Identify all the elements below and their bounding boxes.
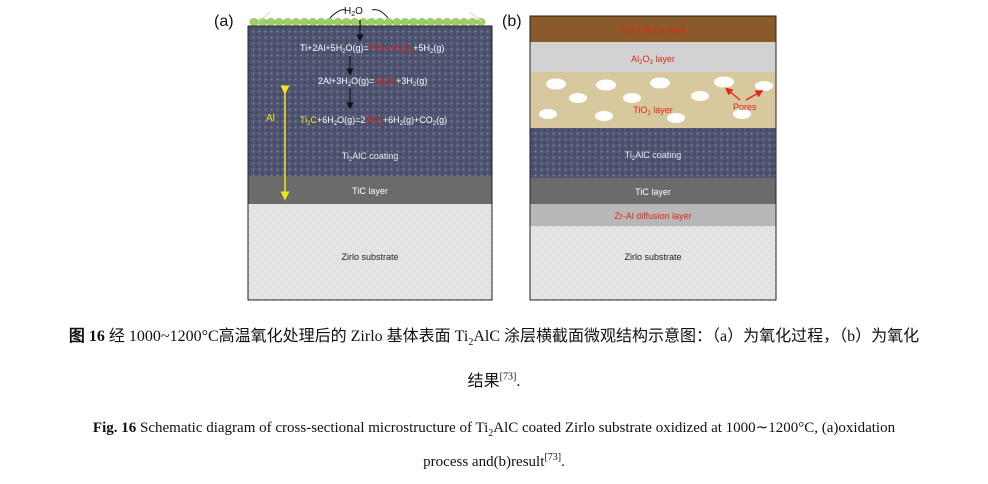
panel-b-tic-label: TiC layer (635, 187, 671, 197)
pore (733, 109, 751, 119)
panel-b-mixed-oxide-layer (530, 16, 776, 42)
pore (691, 91, 709, 101)
reaction-1: Ti+2Al+5H2O(g)=TiO2+Al2O3+5H2(g) (300, 43, 444, 55)
reaction-2: 2Al+3H2O(g)=Al2O3+3H2(g) (318, 76, 427, 88)
caption-zh-line2: 结果[73]. (467, 371, 521, 390)
panel-b-diagram: Pores TiO2+Al2O3 layer Al2O3 layer TiO2 … (529, 15, 777, 301)
panel-b-tio2-label: TiO2 layer (633, 105, 673, 117)
water-bubble (333, 18, 343, 26)
panel-a-diagram: H2O Ti+2Al+5H2O(g)=TiO2+Al2O3+5H2(g) 2Al… (247, 6, 493, 301)
ray-right (469, 11, 483, 23)
panel-b-mixed-oxide-label: TiO2+Al2O3 layer (620, 25, 687, 37)
panel-b-label: (b) (502, 13, 522, 30)
water-bubble (409, 18, 419, 26)
panel-a-substrate-layer (248, 204, 492, 300)
pore (546, 78, 566, 90)
panel-b-diffusion-layer (530, 204, 776, 226)
water-bubble (291, 18, 301, 26)
caption-en-line1: Fig. 16 Schematic diagram of cross-secti… (92, 420, 896, 439)
pore (569, 93, 587, 103)
water-bubble (257, 18, 267, 26)
panel-b-al2o3-label: Al2O3 layer (631, 54, 675, 66)
pores-label: Pores (733, 102, 757, 112)
water-bubble (367, 18, 377, 26)
water-bubble (249, 18, 259, 26)
water-bubble (283, 18, 293, 26)
water-bubble (375, 18, 385, 26)
water-bubble (467, 18, 477, 26)
ray-left (257, 11, 271, 23)
caption-zh-line1: 图 16 经 1000~1200°C高温氧化处理后的 Zirlo 基体表面 Ti… (68, 328, 920, 349)
panel-a-substrate-label: Zirlo substrate (341, 252, 398, 262)
panel-b-frame (529, 15, 777, 301)
water-bubble (451, 18, 461, 26)
water-bubble (325, 18, 335, 26)
pore (596, 79, 616, 91)
pore (755, 81, 773, 91)
schematic-figure: (a) H2O Ti+2Al+5H2O(g)=TiO2+Al2O3+5H2(g)… (214, 6, 777, 301)
reaction-3: Ti2C+6H2O(g)=2TiO2+6H2(g)+CO2(g) (300, 115, 447, 127)
water-bubble (299, 18, 309, 26)
pores-group (539, 76, 773, 123)
water-bubble (350, 18, 360, 26)
pore (539, 109, 557, 119)
al-label: Al (266, 113, 275, 124)
caption-en-line2: process and(b)result[73]. (423, 452, 565, 470)
water-bubble (459, 18, 469, 26)
water-bubble (400, 18, 410, 26)
pore (650, 77, 670, 89)
panel-b-substrate-label: Zirlo substrate (624, 252, 681, 262)
water-bubble (442, 18, 452, 26)
water-bubble (434, 18, 444, 26)
water-bubble (392, 18, 402, 26)
pore (667, 113, 685, 123)
pores-arrow-1 (725, 87, 741, 101)
water-bubble (383, 18, 393, 26)
pores-arrow-2 (745, 90, 764, 101)
water-label: H2O (344, 6, 363, 18)
water-bubble (341, 18, 351, 26)
panel-a-label: (a) (214, 13, 234, 30)
water-curve-left (329, 9, 347, 19)
pore (714, 76, 734, 88)
pore (595, 111, 613, 121)
pore (623, 93, 641, 103)
panel-a-tic-label: TiC layer (352, 186, 388, 196)
panel-b-diffusion-label: Zr-Al diffusion layer (614, 211, 691, 221)
water-bubble (425, 18, 435, 26)
water-bubble (274, 18, 284, 26)
water-bubbles (249, 18, 486, 26)
water-bubble (316, 18, 326, 26)
water-bubble (266, 18, 276, 26)
panel-a-coating-label: Ti2AlC coating (342, 151, 399, 163)
water-bubble (476, 18, 486, 26)
panel-b-al2o3-layer (530, 42, 776, 72)
water-bubble (417, 18, 427, 26)
panel-a-frame (247, 25, 493, 301)
panel-b-substrate-layer (530, 226, 776, 300)
panel-b-coating-label: Ti2AlC coating (625, 150, 682, 162)
water-curve-right (371, 9, 389, 19)
water-bubble (308, 18, 318, 26)
panel-b-coating-layer (530, 128, 776, 178)
panel-b-tic-layer (530, 178, 776, 204)
